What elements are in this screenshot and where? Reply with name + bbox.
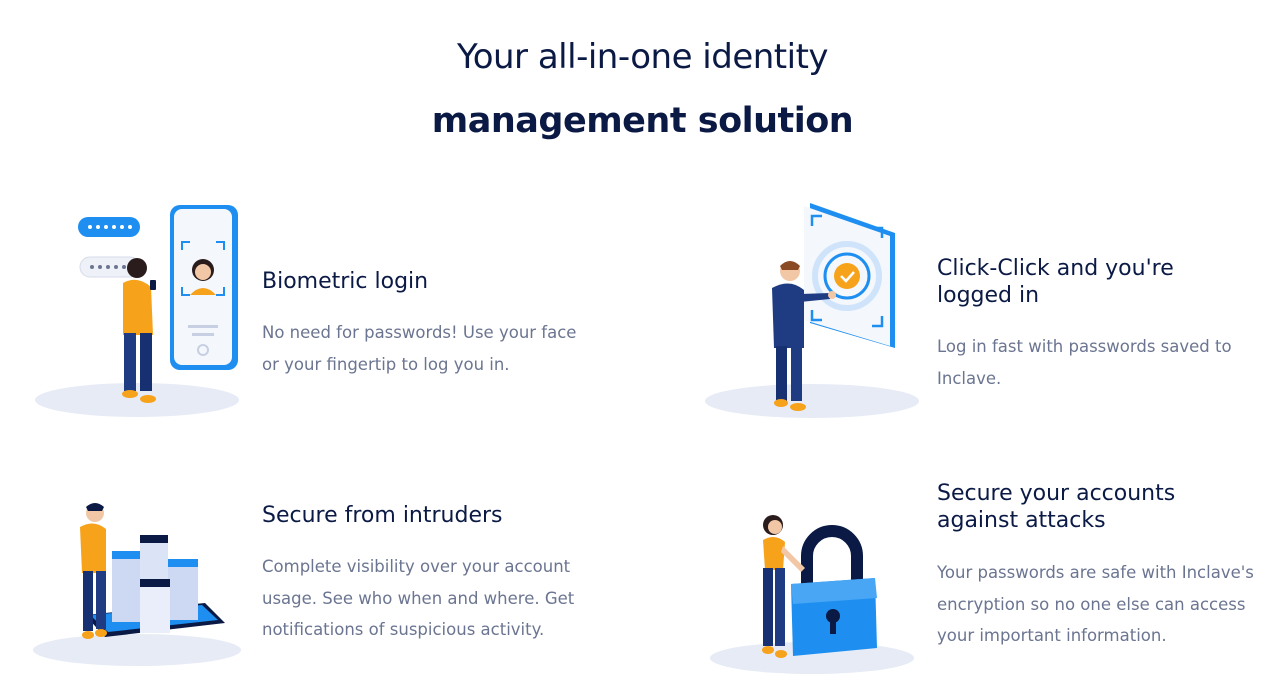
feature-title: Biometric login [262, 269, 429, 294]
headline-line-1: Your all-in-one identity [456, 36, 829, 77]
feature-title: Secure from intruders [262, 503, 503, 528]
feature-description: Complete visibility over your account us… [262, 557, 575, 639]
server-blocks-illustration [33, 503, 241, 666]
feature-title: Secure your accounts against attacks [937, 481, 1176, 533]
feature-description: Your passwords are safe with Inclave's e… [937, 563, 1254, 645]
feature-description: Log in fast with passwords saved to Incl… [937, 337, 1232, 388]
headline-line-2: management solution [431, 101, 854, 142]
touch-screen-check-illustration [705, 203, 919, 418]
phone-face-scan-illustration [35, 205, 239, 417]
feature-description: No need for passwords! Use your face or … [262, 323, 577, 374]
feature-title: Click-Click and you're logged in [937, 256, 1174, 308]
padlock-illustration [710, 515, 914, 674]
